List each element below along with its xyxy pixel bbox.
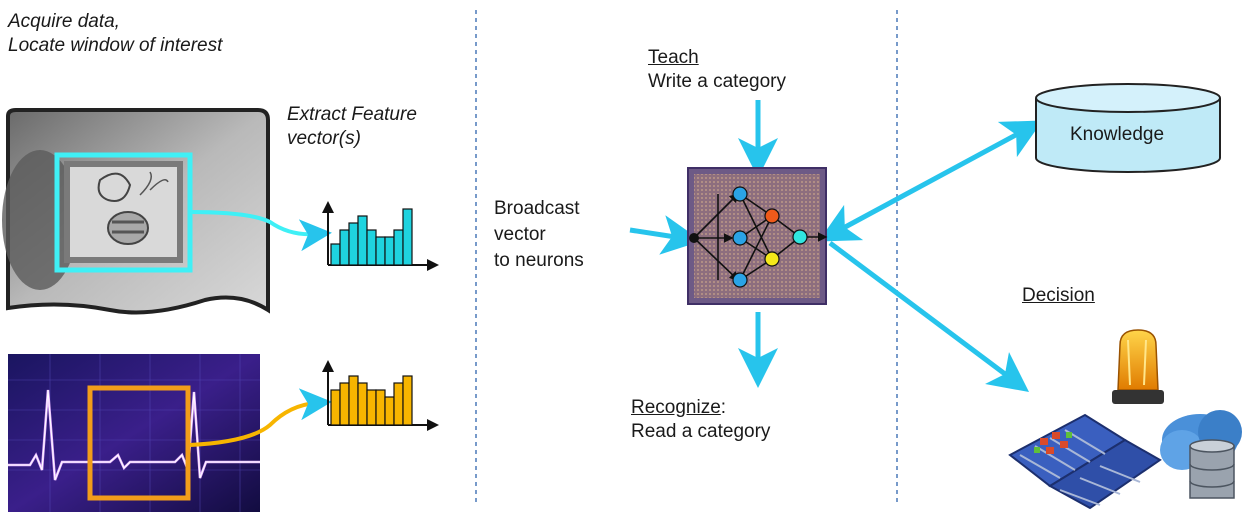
neuron <box>732 272 748 288</box>
extract-line-1: Extract Feature <box>287 104 417 125</box>
arrow-knowledge <box>818 120 1043 242</box>
feature-bar <box>339 382 350 426</box>
siren-icon <box>1112 329 1164 404</box>
teach-title: Teach <box>648 47 699 68</box>
conveyor-icon <box>1008 413 1162 510</box>
acquire-line-1: Acquire data, <box>8 11 120 32</box>
extract-label: Extract Feature vector(s) <box>287 103 417 151</box>
feature-bar <box>339 229 350 266</box>
feature-bar <box>366 229 377 266</box>
broadcast-line-3: to neurons <box>494 250 584 271</box>
neuron <box>732 186 748 202</box>
feature-bar <box>357 382 368 426</box>
feature-bar <box>330 389 341 426</box>
neuron <box>764 251 780 267</box>
arrow-photo-to-features <box>189 210 332 252</box>
feature-chart-cyan <box>322 201 439 271</box>
acquire-label: Acquire data, Locate window of interest <box>8 10 222 58</box>
arrow-decision <box>828 240 1030 392</box>
acquire-line-2: Locate window of interest <box>8 35 223 56</box>
recognize-title: Recognize <box>631 397 721 418</box>
neuron <box>732 230 748 246</box>
feature-bar <box>375 236 386 266</box>
broadcast-line-2: vector <box>494 224 546 245</box>
teach-subtitle: Write a category <box>648 71 786 92</box>
recognize-label: Recognize: Read a category <box>631 396 770 444</box>
output-neuron <box>792 229 808 245</box>
cloud-database-icon <box>1160 410 1242 499</box>
teach-label: Teach Write a category <box>648 46 786 94</box>
feature-bar <box>366 389 377 426</box>
feature-bar <box>402 375 413 426</box>
feature-bar <box>348 222 359 266</box>
window-of-interest-orange <box>87 385 191 501</box>
decision-label: Decision <box>1022 285 1095 306</box>
feature-bar <box>384 236 395 266</box>
ecg-photo <box>8 354 260 512</box>
arrow-ecg-to-features <box>189 388 332 447</box>
input-node <box>689 233 699 243</box>
feature-bar <box>375 389 386 426</box>
arrow-broadcast <box>629 215 702 255</box>
feature-bar <box>402 208 413 266</box>
extract-line-2: vector(s) <box>287 128 361 149</box>
camera-photo <box>2 108 270 315</box>
feature-bar <box>357 215 368 266</box>
knowledge-database <box>1035 83 1221 173</box>
broadcast-line-1: Broadcast <box>494 198 580 219</box>
broadcast-label: Broadcast vector to neurons <box>494 196 584 274</box>
knowledge-label: Knowledge <box>1070 124 1165 145</box>
neuron <box>764 208 780 224</box>
feature-bar <box>393 229 404 266</box>
feature-bar <box>393 382 404 426</box>
recognize-subtitle: Read a category <box>631 421 771 442</box>
feature-bar <box>348 375 359 426</box>
neuron-chip <box>687 167 828 305</box>
feature-bar <box>384 396 395 426</box>
feature-bar <box>330 243 341 266</box>
recognize-colon: : <box>720 397 727 418</box>
feature-chart-orange <box>322 360 439 431</box>
